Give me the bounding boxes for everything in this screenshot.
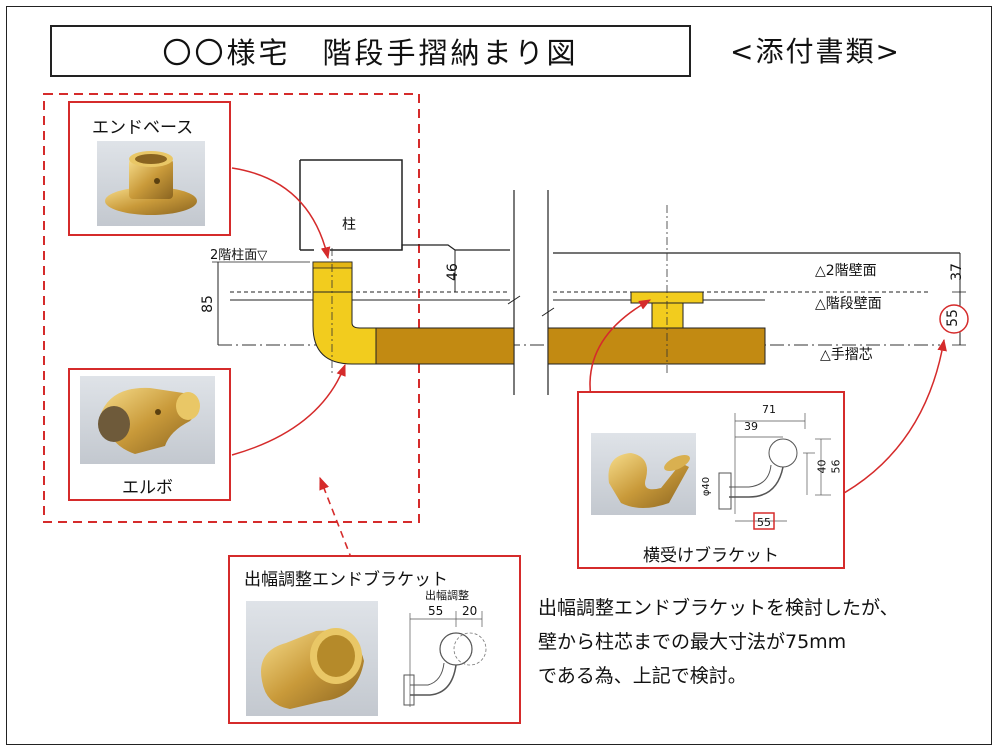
floor2-pillar-face-label: 2階柱面▽ [210,248,268,263]
note-line-2: 壁から柱芯までの最大寸法が75mm [538,631,847,653]
handrail-center-label: △手摺芯 [820,347,873,363]
sheet-frame [6,6,992,745]
attachment-label: <添付書類> [730,35,901,68]
stair-wall-face-label: △階段壁面 [815,296,882,312]
horizontal-bracket-technical-drawing [718,413,831,530]
dim-37: 37 [948,263,965,281]
horizontal-bracket-label: 横受けブラケット [643,546,779,566]
bracket-dim-71: 71 [762,403,776,416]
dim-46: 46 [444,263,461,281]
adjustable-end-bracket-photo [246,601,378,716]
adjust-dim-55: 55 [428,604,444,618]
dim-55: 55 [944,309,961,327]
end-base-label: エンドベース [92,118,194,138]
elbow-photo [80,376,215,464]
adjustable-end-bracket-label: 出幅調整エンドブラケット [244,570,448,590]
bracket-arm-shape [651,302,684,329]
adjustable-end-bracket-panel: 出幅調整エンドブラケット 出幅調整 55 20 [228,555,521,724]
bracket-dim-56: 56 [829,459,843,474]
horizontal-bracket-panel: 71 39 40 56 φ40 55 横受けブラケット [577,391,845,569]
adjustable-end-bracket-technical-drawing [403,611,487,707]
bracket-dim-phi40: φ40 [701,476,713,497]
handrail-right [547,327,766,365]
pillar-label: 柱 [342,217,356,233]
adjust-header: 出幅調整 [425,589,469,602]
note-line-1: 出幅調整エンドブラケットを検討したが、 [538,597,899,619]
bracket-dim-39: 39 [744,420,758,433]
title-box: 〇〇様宅 階段手摺納まり図 [50,25,691,77]
note-line-3: である為、上記で検討。 [538,665,747,687]
elbow-shape [312,291,377,365]
handrail-left [374,327,515,365]
end-base-panel: エンドベース [68,101,231,236]
dim-55-highlight [939,304,969,334]
adjust-dim-20: 20 [462,604,478,618]
elbow-panel: エルボ [68,368,231,501]
bracket-dim-55: 55 [757,516,771,529]
elbow-label: エルボ [122,478,173,498]
page-title: 〇〇様宅 階段手摺納まり図 [162,36,579,70]
floor2-wall-face-label: △2階壁面 [815,263,877,279]
left-parts-group [43,93,420,523]
end-base-photo [97,141,205,226]
pillar-outline [300,159,403,251]
bracket-dim-40: 40 [815,459,829,474]
dim-85: 85 [199,295,216,313]
horizontal-bracket-photo [591,433,696,515]
